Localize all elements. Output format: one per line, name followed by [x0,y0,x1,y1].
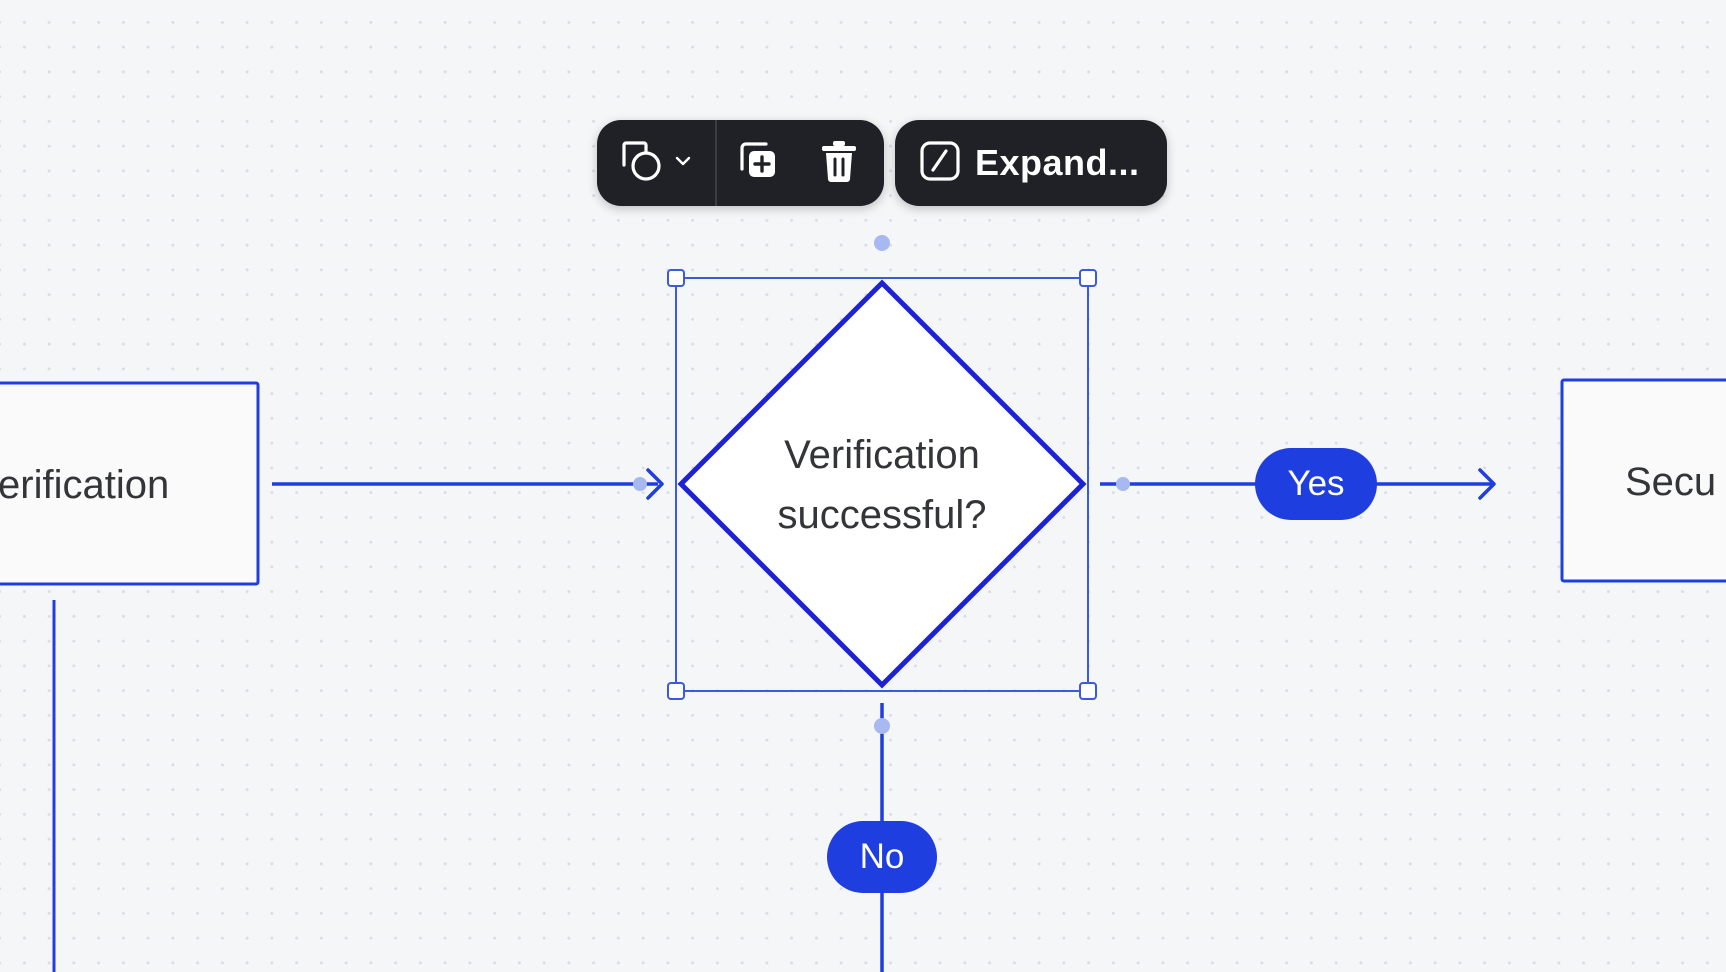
trash-icon [819,139,859,188]
yes-label[interactable]: Yes [1255,448,1377,520]
toolbar-divider [715,120,717,206]
shape-actions-toolbar [597,120,884,206]
left-process-box[interactable] [0,381,260,586]
shape-picker-button[interactable] [597,120,715,206]
chevron-down-icon [674,154,692,172]
no-label[interactable]: No [827,821,937,893]
delete-button[interactable] [799,120,879,206]
connection-point-left[interactable] [633,477,647,491]
duplicate-icon [736,139,780,188]
connection-point-top[interactable] [874,235,890,251]
resize-handle-bottom-left[interactable] [667,682,685,700]
expand-button[interactable]: Expand... [895,120,1167,206]
connection-point-right[interactable] [1116,477,1130,491]
expand-toolbar: Expand... [895,120,1167,206]
decision-diamond[interactable] [677,279,1087,689]
right-process-box[interactable] [1560,378,1726,583]
expand-label: Expand... [975,142,1140,183]
shape-picker-icon [620,139,664,188]
selection-box[interactable] [675,277,1089,692]
connector-arrowhead-decision [646,468,664,500]
decision-label-line2: successful? [777,493,987,537]
resize-handle-top-right[interactable] [1079,269,1097,287]
right-box-label: Secu [1625,460,1717,504]
resize-handle-top-left[interactable] [667,269,685,287]
connector-arrowhead-yes [1478,468,1496,500]
expand-pen-icon [919,140,961,187]
decision-label-line1: Verification [784,433,980,477]
left-box-label: erification [0,463,170,507]
decision-label: Verification successful? [700,425,1064,545]
duplicate-button[interactable] [717,120,799,206]
resize-handle-bottom-right[interactable] [1079,682,1097,700]
connection-point-bottom[interactable] [874,718,890,734]
